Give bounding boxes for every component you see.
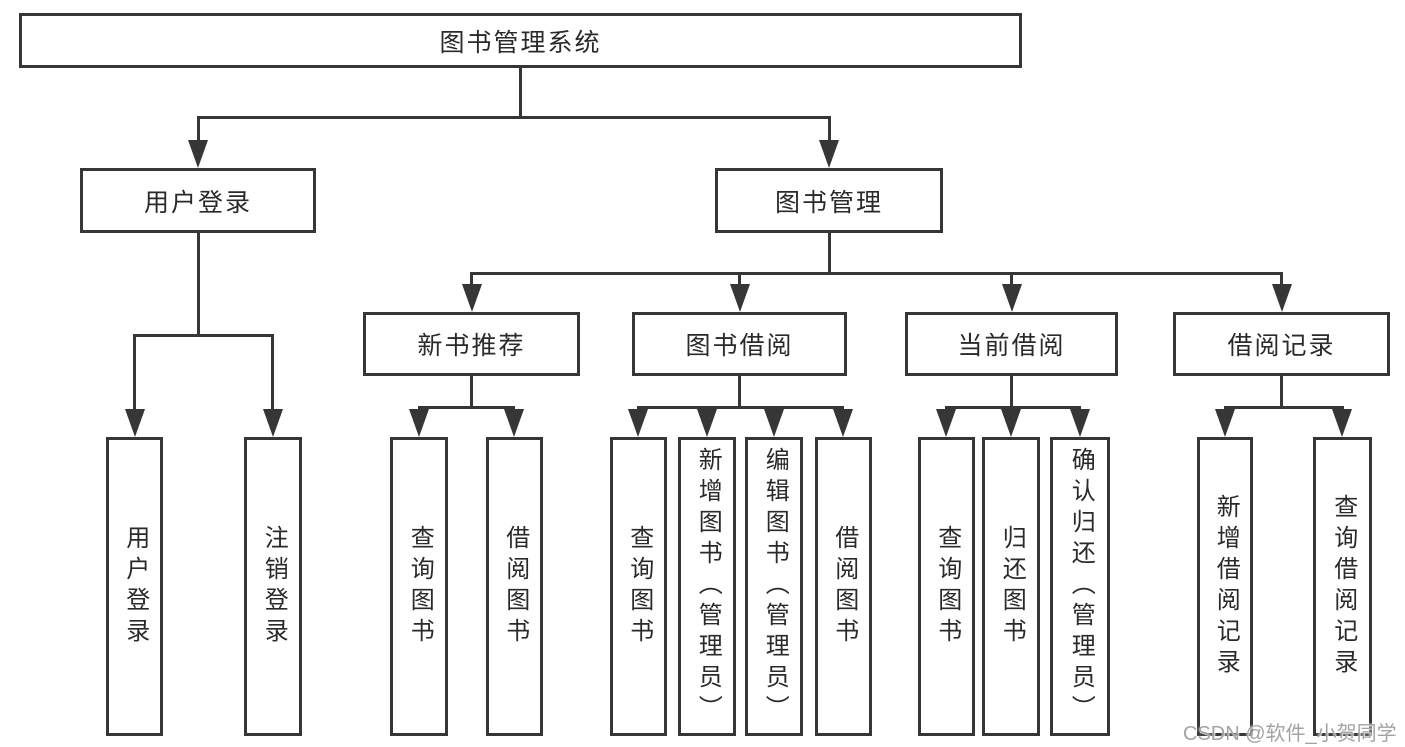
node-label: 查询图书 bbox=[625, 524, 652, 649]
arrow-down-icon bbox=[628, 409, 648, 437]
node-label: 借阅图书 bbox=[830, 524, 857, 649]
arrow-down-icon bbox=[409, 409, 429, 437]
node-new-book-recommendation: 新书推荐 bbox=[363, 312, 580, 376]
node-label: 新增借阅记录 bbox=[1212, 493, 1239, 680]
arrow-down-icon bbox=[730, 284, 750, 312]
connector-book-mgmt-drop bbox=[828, 116, 831, 140]
connector-borrow-record-bar bbox=[1224, 406, 1344, 409]
connector-user-login-stem bbox=[197, 233, 200, 334]
connector-root-bar bbox=[197, 116, 831, 119]
connector-new-book-bar bbox=[418, 406, 515, 409]
arrow-down-icon bbox=[1215, 409, 1235, 437]
node-current-borrowing: 当前借阅 bbox=[905, 312, 1118, 376]
connector-book-mgmt-stem bbox=[828, 233, 831, 272]
connector-l3-drop bbox=[1280, 275, 1283, 284]
leaf-logout: 注销登录 bbox=[244, 437, 302, 736]
arrow-down-icon bbox=[504, 409, 524, 437]
connector-current-borrow-bar bbox=[945, 406, 1081, 409]
connector-l3-drop bbox=[1010, 275, 1013, 284]
connector-borrow-record-stem bbox=[1280, 376, 1283, 406]
node-label: 图书借阅 bbox=[685, 333, 794, 360]
node-label: 借阅记录 bbox=[1227, 333, 1336, 360]
leaf-borrow-books-recommend: 借阅图书 bbox=[486, 437, 543, 736]
arrow-down-icon bbox=[1070, 409, 1090, 437]
leaf-edit-books-admin: 编辑图书（管理员） bbox=[745, 437, 803, 736]
node-book-borrowing: 图书借阅 bbox=[632, 312, 847, 376]
node-label: 查询借阅记录 bbox=[1329, 493, 1356, 680]
arrow-down-icon bbox=[936, 409, 956, 437]
node-label: 借阅图书 bbox=[501, 524, 528, 649]
node-user-login: 用户登录 bbox=[80, 168, 316, 233]
connector-new-book-stem bbox=[470, 376, 473, 406]
node-label: 图书管理 bbox=[774, 189, 883, 217]
connector-book-mgmt-bar bbox=[470, 272, 1283, 275]
node-label: 注销登录 bbox=[260, 524, 287, 649]
arrow-down-icon bbox=[764, 409, 784, 437]
arrow-down-icon bbox=[1272, 284, 1292, 312]
node-label: 新增图书（管理员） bbox=[694, 447, 721, 726]
node-label: 查询图书 bbox=[933, 524, 960, 649]
connector-leaf-drop bbox=[133, 334, 136, 409]
leaf-borrow-books: 借阅图书 bbox=[815, 437, 872, 736]
arrow-down-icon bbox=[833, 409, 853, 437]
arrow-down-icon bbox=[1001, 409, 1021, 437]
connector-l3-drop bbox=[470, 275, 473, 284]
arrow-down-icon bbox=[125, 409, 145, 437]
node-label: 当前借阅 bbox=[957, 333, 1066, 360]
arrow-down-icon bbox=[697, 409, 717, 437]
leaf-query-books-recommend: 查询图书 bbox=[390, 437, 448, 736]
arrow-down-icon bbox=[263, 409, 283, 437]
leaf-add-borrow-record: 新增借阅记录 bbox=[1197, 437, 1253, 736]
node-label: 确认归还（管理员） bbox=[1067, 447, 1094, 726]
node-label: 新书推荐 bbox=[417, 333, 526, 360]
leaf-user-login: 用户登录 bbox=[106, 437, 163, 736]
leaf-query-books-borrowing: 查询图书 bbox=[610, 437, 667, 736]
connector-user-login-bar bbox=[134, 334, 273, 337]
leaf-query-books-current: 查询图书 bbox=[918, 437, 975, 736]
node-label: 归还图书 bbox=[998, 524, 1025, 649]
connector-root-stem bbox=[519, 68, 522, 116]
node-label: 编辑图书（管理员） bbox=[761, 447, 788, 726]
connector-current-borrow-stem bbox=[1010, 376, 1013, 406]
connector-book-borrow-bar bbox=[637, 406, 844, 409]
arrow-down-icon bbox=[188, 140, 208, 168]
connector-leaf-drop bbox=[271, 334, 274, 409]
csdn-watermark: CSDN @软件_小贺同学 bbox=[1183, 723, 1397, 745]
node-label: 用户登录 bbox=[143, 189, 252, 217]
node-label: 图书管理系统 bbox=[439, 29, 602, 57]
arrow-down-icon bbox=[819, 140, 839, 168]
arrow-down-icon bbox=[462, 284, 482, 312]
connector-l3-drop bbox=[738, 275, 741, 284]
leaf-add-books-admin: 新增图书（管理员） bbox=[678, 437, 736, 736]
leaf-query-borrow-record: 查询借阅记录 bbox=[1313, 437, 1372, 736]
node-label: 用户登录 bbox=[121, 524, 148, 649]
node-root-library-system: 图书管理系统 bbox=[19, 13, 1022, 68]
node-label: 查询图书 bbox=[406, 524, 433, 649]
leaf-confirm-return-admin: 确认归还（管理员） bbox=[1050, 437, 1110, 736]
arrow-down-icon bbox=[1332, 409, 1352, 437]
connector-user-login-drop bbox=[197, 116, 200, 140]
node-borrowing-records: 借阅记录 bbox=[1173, 312, 1390, 376]
node-book-management: 图书管理 bbox=[715, 168, 943, 233]
arrow-down-icon bbox=[1002, 284, 1022, 312]
leaf-return-books: 归还图书 bbox=[982, 437, 1040, 736]
connector-book-borrow-stem bbox=[738, 376, 741, 406]
